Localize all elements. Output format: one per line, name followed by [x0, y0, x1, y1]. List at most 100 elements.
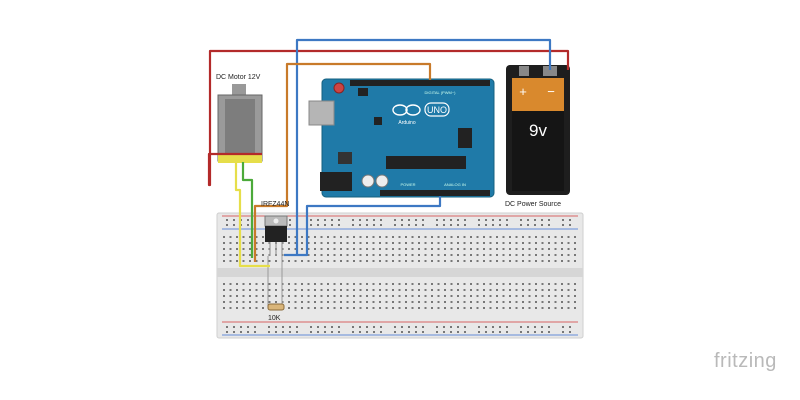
- breadboard-hole: [470, 283, 472, 285]
- breadboard-hole: [255, 307, 258, 309]
- breadboard-hole: [385, 307, 388, 309]
- breadboard-hole: [567, 295, 570, 297]
- breadboard-hole: [431, 307, 433, 309]
- breadboard-hole: [411, 307, 414, 309]
- breadboard-hole: [437, 236, 440, 238]
- breadboard-hole: [535, 301, 537, 303]
- breadboard-hole: [229, 283, 232, 285]
- breadboard-hole: [424, 307, 427, 309]
- breadboard-hole: [372, 289, 375, 291]
- breadboard-hole: [424, 254, 427, 256]
- breadboard-hole: [437, 307, 440, 309]
- breadboard-hole: [398, 289, 401, 291]
- breadboard-hole: [320, 236, 323, 238]
- breadboard: [216, 212, 584, 339]
- breadboard-hole: [476, 307, 479, 309]
- breadboard-hole: [353, 236, 355, 238]
- breadboard-hole: [262, 283, 264, 285]
- arduino-uno: UNO Arduino DIGITAL (PWM~) POWER ANALOG …: [308, 78, 495, 198]
- breadboard-hole: [373, 219, 375, 221]
- breadboard-hole: [574, 283, 576, 285]
- breadboard-hole: [398, 301, 401, 303]
- dc-motor: [217, 84, 263, 163]
- breadboard-hole: [443, 219, 445, 221]
- breadboard-hole: [548, 307, 550, 309]
- breadboard-hole: [379, 236, 381, 238]
- breadboard-hole: [515, 260, 518, 262]
- breadboard-hole: [509, 248, 511, 250]
- breadboard-hole: [346, 283, 349, 285]
- breadboard-hole: [366, 295, 368, 297]
- breadboard-hole: [229, 289, 232, 291]
- breadboard-hole: [496, 307, 498, 309]
- breadboard-hole: [223, 301, 225, 303]
- breadboard-hole: [415, 224, 417, 226]
- breadboard-hole: [483, 289, 485, 291]
- breadboard-hole: [379, 295, 381, 297]
- breadboard-hole: [499, 224, 501, 226]
- breadboard-hole: [450, 219, 452, 221]
- breadboard-hole: [268, 331, 270, 333]
- arduino-power-label: POWER: [400, 182, 415, 187]
- breadboard-hole: [268, 326, 270, 328]
- breadboard-hole: [262, 295, 264, 297]
- breadboard-hole: [463, 283, 466, 285]
- breadboard-hole: [359, 301, 362, 303]
- breadboard-hole: [457, 289, 459, 291]
- breadboard-hole: [310, 219, 312, 221]
- breadboard-hole: [327, 301, 329, 303]
- breadboard-hole: [476, 242, 479, 244]
- breadboard-hole: [320, 242, 323, 244]
- breadboard-hole: [431, 289, 433, 291]
- breadboard-hole: [289, 224, 291, 226]
- breadboard-hole: [496, 260, 498, 262]
- breadboard-hole: [359, 331, 361, 333]
- breadboard-hole: [463, 254, 466, 256]
- breadboard-hole: [463, 236, 466, 238]
- breadboard-hole: [307, 254, 310, 256]
- wires: [207, 38, 570, 268]
- breadboard-hole: [569, 326, 571, 328]
- breadboard-hole: [320, 289, 323, 291]
- breadboard-hole: [561, 242, 563, 244]
- breadboard-hole: [418, 289, 420, 291]
- breadboard-hole: [506, 224, 508, 226]
- breadboard-hole: [366, 260, 368, 262]
- breadboard-hole: [249, 242, 251, 244]
- breadboard-hole: [534, 331, 536, 333]
- arduino-model-label: UNO: [427, 105, 447, 115]
- breadboard-hole: [502, 301, 505, 303]
- breadboard-hole: [463, 248, 466, 250]
- breadboard-hole: [275, 326, 277, 328]
- breadboard-hole: [242, 254, 245, 256]
- breadboard-hole: [492, 331, 494, 333]
- breadboard-hole: [499, 326, 501, 328]
- breadboard-hole: [527, 224, 529, 226]
- breadboard-hole: [450, 224, 452, 226]
- breadboard-hole: [522, 254, 524, 256]
- breadboard-hole: [372, 254, 375, 256]
- breadboard-hole: [314, 242, 316, 244]
- breadboard-hole: [418, 254, 420, 256]
- breadboard-hole: [352, 326, 354, 328]
- breadboard-hole: [496, 289, 498, 291]
- breadboard-hole: [223, 307, 225, 309]
- breadboard-hole: [478, 326, 480, 328]
- breadboard-hole: [379, 283, 381, 285]
- breadboard-hole: [327, 236, 329, 238]
- breadboard-hole: [314, 289, 316, 291]
- breadboard-hole: [541, 289, 544, 291]
- breadboard-hole: [444, 301, 446, 303]
- breadboard-hole: [249, 295, 251, 297]
- breadboard-hole: [562, 331, 564, 333]
- breadboard-hole: [324, 326, 326, 328]
- breadboard-hole: [463, 260, 466, 262]
- breadboard-hole: [450, 326, 452, 328]
- breadboard-hole: [418, 283, 420, 285]
- breadboard-hole: [463, 307, 466, 309]
- breadboard-hole: [457, 236, 459, 238]
- breadboard-hole: [534, 219, 536, 221]
- breadboard-hole: [301, 260, 303, 262]
- breadboard-hole: [366, 326, 368, 328]
